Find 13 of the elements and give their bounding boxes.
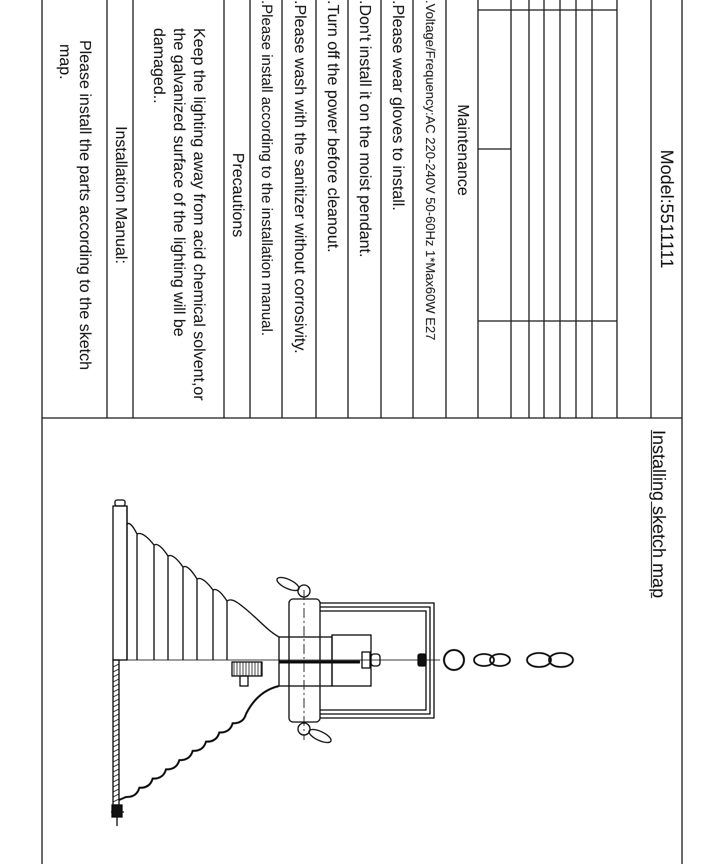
installation-text: Please install the parts according to the sketch map. <box>56 40 94 372</box>
precaution-text: Keep the lighting away from acid chemical solvent,or the galvanized surface of the lighting will be damaged.. <box>150 28 208 403</box>
instruction-text: .Turn off the power before cleanout. <box>323 0 342 253</box>
section-heading: Maintenance <box>453 104 472 196</box>
section-heading: Precautions <box>228 152 247 238</box>
section-heading: Installation Manual: <box>111 126 130 264</box>
instruction-text: .Please wear gloves to install. <box>388 0 407 211</box>
instruction-text: .Please install according to the installation manual. <box>257 0 276 336</box>
instruction-text: .Voltage/Frequency:AC 220-240V 50-60Hz 1*Max60W E27 <box>422 0 438 340</box>
instruction-text: .Please wash with the sanitizer without corrosivity. <box>290 0 309 354</box>
instruction-text: .Don't install it on the moist pendant. <box>356 0 374 258</box>
model-number: Model:5511111 <box>656 150 678 268</box>
sketch-title: Installing sketch map <box>648 430 670 598</box>
